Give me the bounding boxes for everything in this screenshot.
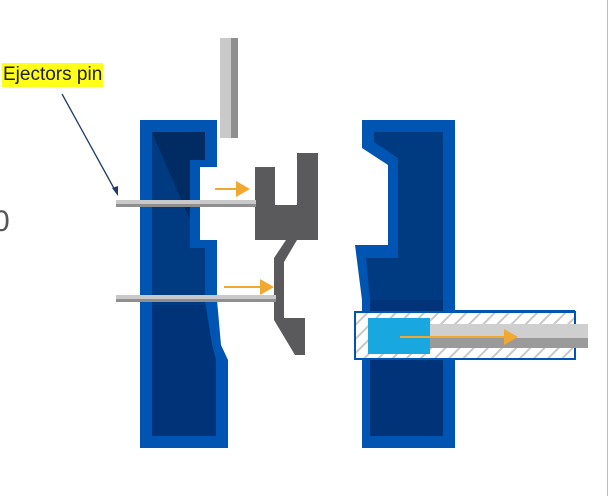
- sprue-pin: [220, 38, 238, 138]
- label-leader-line: [61, 93, 117, 193]
- ejector-pin-label: Ejectors pin: [2, 63, 104, 87]
- ejector-pin-lower: [116, 295, 276, 302]
- leader-arrowhead: [112, 186, 118, 196]
- left-mold-half: [140, 120, 228, 448]
- ejector-pin-upper: [116, 200, 256, 207]
- right-mold-half: [355, 120, 575, 448]
- frame-border: [607, 0, 608, 496]
- edge-text-fragment: 0: [0, 205, 10, 238]
- molded-part: [255, 153, 318, 355]
- injection-barrel: [354, 311, 588, 360]
